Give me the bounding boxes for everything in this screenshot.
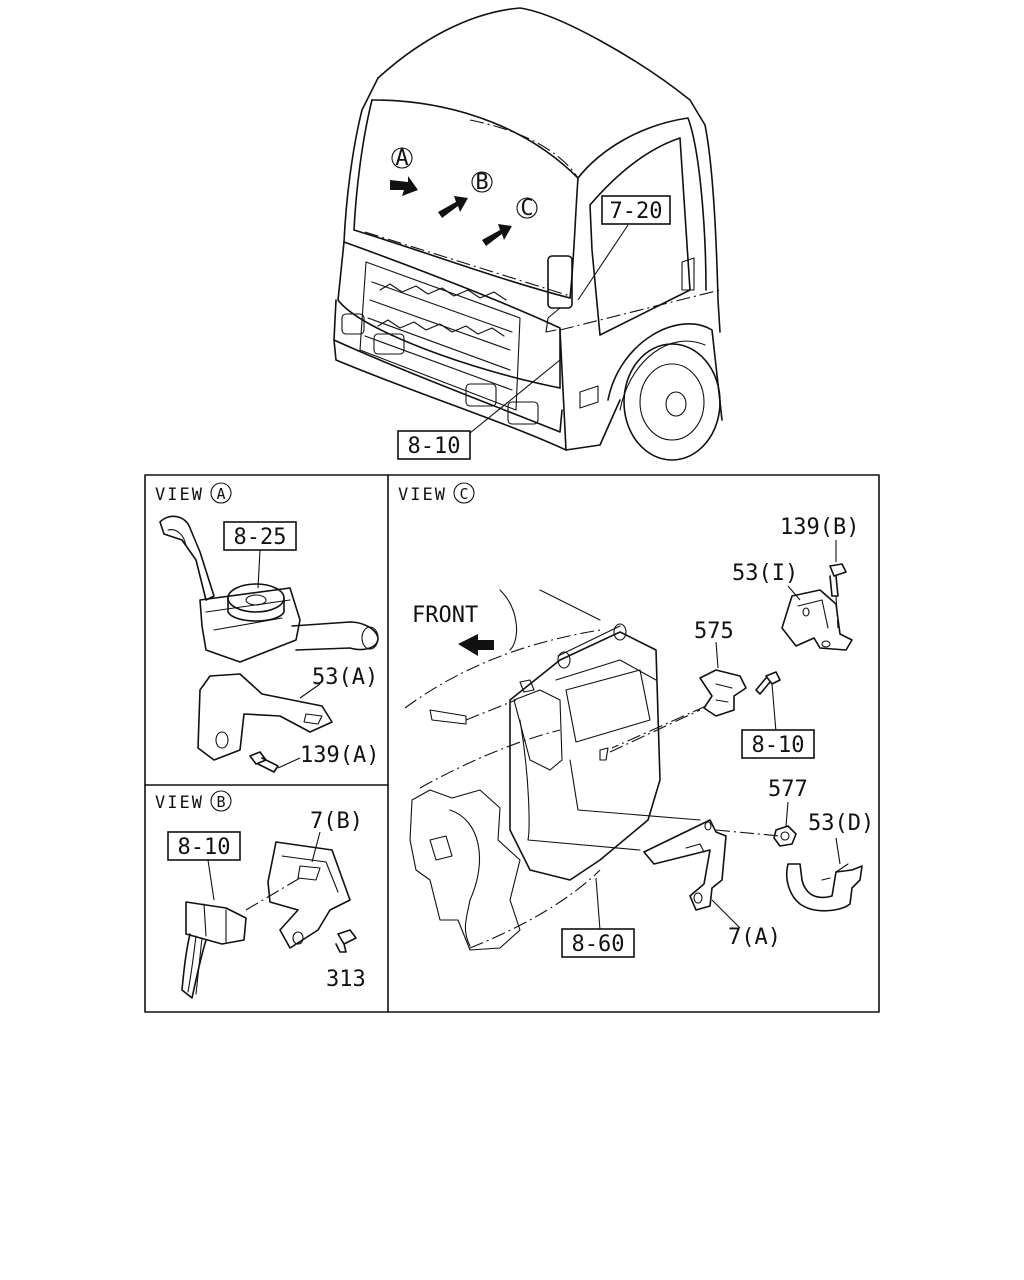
- label-313: 313: [326, 967, 366, 992]
- label-139b: 139(B): [780, 515, 859, 540]
- bracket-7a: [643, 819, 727, 911]
- front-arrow-icon: [458, 634, 494, 656]
- view-b-panel: VIEW B 8-10 7(B) 313: [155, 790, 366, 999]
- bracket-7b: [267, 841, 351, 949]
- view-a-letter: A: [216, 485, 225, 503]
- ref-8-60: 8-60: [572, 932, 625, 957]
- ref-8-10-truck: 8-10: [408, 434, 461, 459]
- bolt-139b: [829, 563, 847, 597]
- label-139a: 139(A): [300, 743, 379, 768]
- view-arrow-b: [438, 196, 468, 218]
- label-7b: 7(B): [310, 809, 363, 834]
- ref-8-25: 8-25: [234, 525, 287, 550]
- label-53i: 53(I): [732, 561, 798, 586]
- bracket-53a: [197, 673, 333, 761]
- bolt-139a: [249, 751, 279, 773]
- view-b-title: VIEW: [155, 793, 204, 813]
- panel-frames: [144, 474, 880, 1013]
- view-a-title: VIEW: [155, 485, 204, 505]
- front-label: FRONT: [412, 603, 478, 628]
- ref-8-10-view-c: 8-10: [752, 733, 805, 758]
- bracket-53d: [785, 863, 863, 912]
- screw-8-10: [755, 671, 781, 695]
- ecu-module: [509, 631, 661, 881]
- label-575: 575: [694, 619, 734, 644]
- view-arrow-c: [482, 224, 512, 246]
- ref-7-20: 7-20: [610, 199, 663, 224]
- view-arrow-a: [390, 176, 418, 196]
- clip-575: [699, 669, 747, 717]
- label-577: 577: [768, 777, 808, 802]
- screw-313: [335, 929, 357, 953]
- bracket-53i: [781, 589, 853, 651]
- connector-8-10: [185, 901, 247, 945]
- label-53d: 53(D): [808, 811, 874, 836]
- label-7a: 7(A): [728, 925, 781, 950]
- view-c-title: VIEW: [398, 485, 447, 505]
- view-c-panel: VIEW C FRONT 7(A): [398, 482, 874, 958]
- view-a-panel: VIEW A 53(A) 139(A) 8-25: [155, 482, 379, 773]
- view-b-letter: B: [216, 793, 225, 811]
- ref-8-10-view-b: 8-10: [178, 835, 231, 860]
- callout-letter-c: C: [520, 196, 533, 221]
- callout-letter-b: B: [475, 170, 488, 195]
- nut-577: [773, 825, 797, 847]
- label-53a: 53(A): [312, 665, 378, 690]
- combination-switch: [159, 515, 215, 601]
- truck-cab-illustration: A B C 7-20 8-10: [333, 7, 723, 461]
- view-c-letter: C: [459, 485, 468, 503]
- callout-letter-a: A: [395, 146, 408, 171]
- engine-outline: [409, 789, 521, 951]
